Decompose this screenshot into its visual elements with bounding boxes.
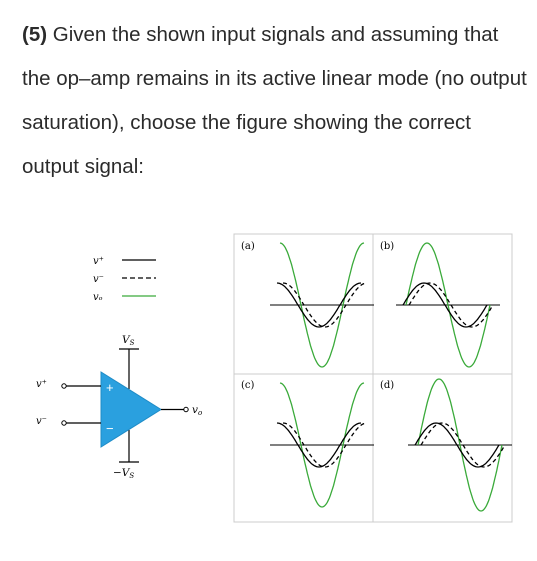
option-b-panel[interactable]: (b) bbox=[380, 241, 500, 368]
option-a-panel[interactable]: (a) bbox=[241, 241, 374, 368]
options-grid bbox=[233, 233, 513, 523]
supply-pos-label: VS bbox=[122, 334, 135, 347]
option-d-vminus-wave bbox=[420, 422, 506, 468]
option-c-output-wave bbox=[279, 382, 365, 508]
option-d-panel[interactable]: (d) bbox=[380, 378, 512, 512]
option-b-vplus-wave bbox=[402, 282, 488, 328]
option-a-vplus-wave bbox=[276, 282, 362, 328]
opamp-symbol: VS −VS + − v⁺ v⁻ vo bbox=[36, 334, 202, 480]
option-a-vminus-wave bbox=[282, 282, 368, 328]
option-c-vplus-wave bbox=[276, 422, 362, 468]
input-neg-label: v⁻ bbox=[36, 416, 47, 427]
option-b-output-wave bbox=[405, 242, 491, 368]
supply-neg-label: −VS bbox=[113, 467, 134, 480]
opamp-triangle bbox=[100, 371, 162, 448]
question-body: Given the shown input signals and assumi… bbox=[22, 23, 527, 178]
opamp-plus-sign: + bbox=[106, 380, 114, 395]
question-text: (5) Given the shown input signals and as… bbox=[22, 13, 527, 189]
input-neg-terminal bbox=[61, 420, 67, 426]
option-b-label[interactable]: (b) bbox=[380, 241, 394, 252]
signal-legend: v⁺ v⁻ vₒ bbox=[93, 256, 156, 303]
legend-label-vo: vₒ bbox=[93, 292, 103, 303]
option-d-label[interactable]: (d) bbox=[380, 380, 394, 391]
option-c-vminus-wave bbox=[282, 422, 368, 468]
option-d-vplus-wave bbox=[414, 422, 500, 468]
legend-label-vplus: v⁺ bbox=[93, 256, 104, 267]
option-a-label[interactable]: (a) bbox=[241, 241, 255, 252]
option-d-output-wave bbox=[417, 378, 503, 512]
output-terminal bbox=[183, 406, 189, 413]
legend-label-vminus: v⁻ bbox=[93, 274, 104, 285]
option-c-label[interactable]: (c) bbox=[241, 380, 255, 391]
output-label: vo bbox=[192, 404, 202, 417]
input-pos-label: v⁺ bbox=[36, 379, 47, 390]
option-b-vminus-wave bbox=[408, 282, 494, 328]
input-pos-terminal bbox=[61, 383, 67, 389]
option-c-panel[interactable]: (c) bbox=[241, 380, 374, 508]
opamp-minus-sign: − bbox=[106, 421, 114, 436]
option-a-output-wave bbox=[279, 242, 365, 368]
question-number: (5) bbox=[22, 23, 48, 46]
